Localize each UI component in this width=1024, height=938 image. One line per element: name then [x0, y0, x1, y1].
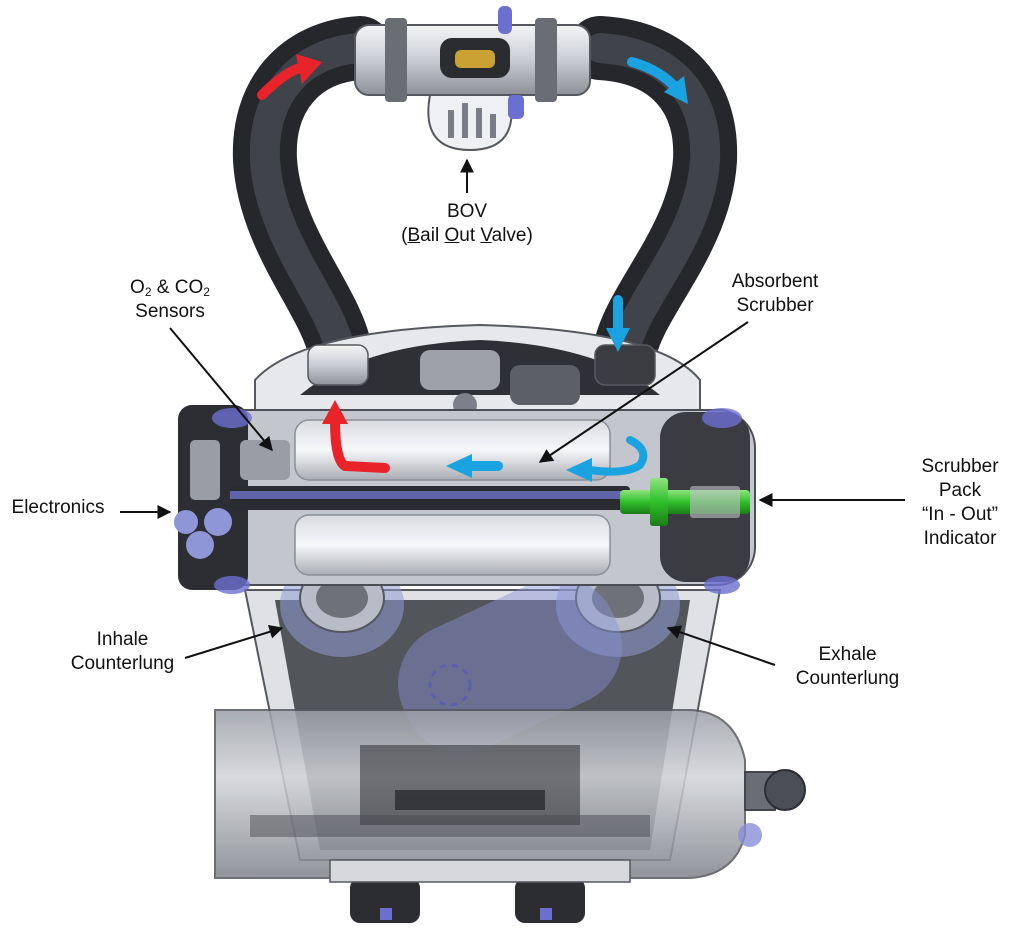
absorbent-label-line1: Absorbent [731, 271, 819, 292]
sensors-label-line2: Sensors [135, 301, 205, 322]
indicator-label-line4: Indicator [923, 528, 997, 549]
indicator-label-line1: Scrubber [921, 456, 999, 477]
bov-ut: ut [459, 225, 481, 246]
sensors-sub1: 2 [144, 285, 152, 299]
base-feet [329, 859, 631, 923]
sensors-label: O2 & CO2 Sensors [105, 276, 235, 324]
bov-alve: alve) [491, 225, 533, 246]
callout-lines [120, 158, 905, 666]
translucent-plate [398, 577, 622, 753]
bov-label: BOV (Bail Out Valve) [392, 200, 542, 248]
bov-open-paren: ( [401, 225, 408, 246]
sensors-sub2: 2 [203, 285, 210, 299]
bov-b: B [407, 225, 421, 246]
absorbent-label-line2: Scrubber [736, 295, 814, 316]
bov-label-line2: (Bail Out Valve) [392, 224, 542, 248]
indicator-label-line2: Pack [938, 480, 982, 501]
sensors-label-line1: O2 & CO2 [105, 276, 235, 300]
inhale-label-line2: Counterlung [70, 653, 175, 674]
scrubber-indicator-label: Scrubber Pack “In - Out” Indicator [900, 455, 1020, 551]
bov-v: V [480, 225, 492, 246]
exhale-counterlung-label: Exhale Counterlung [780, 643, 915, 691]
exhale-flow-arrows [446, 57, 688, 482]
indicator-label-line3: “In - Out” [921, 504, 998, 525]
absorbent-scrubber-label: Absorbent Scrubber [705, 270, 845, 318]
sensors-amp-co: & CO [151, 277, 204, 298]
bov-valve [354, 6, 591, 152]
inhale-label-line1: Inhale [96, 629, 149, 650]
gas-tank [214, 709, 806, 879]
bov-ail: ail [420, 225, 445, 246]
inhale-counterlung-label: Inhale Counterlung [55, 628, 190, 676]
exhale-label-line2: Counterlung [795, 668, 900, 689]
sensors-o: O [130, 277, 145, 298]
exhale-label-line1: Exhale [818, 644, 877, 665]
bov-o: O [444, 225, 460, 246]
in-out-indicator [620, 478, 750, 526]
inhale-flow-arrows [257, 54, 390, 473]
hose-collars [307, 344, 656, 386]
bov-label-line1: BOV [446, 201, 488, 222]
electronics-label: Electronics [11, 497, 105, 518]
